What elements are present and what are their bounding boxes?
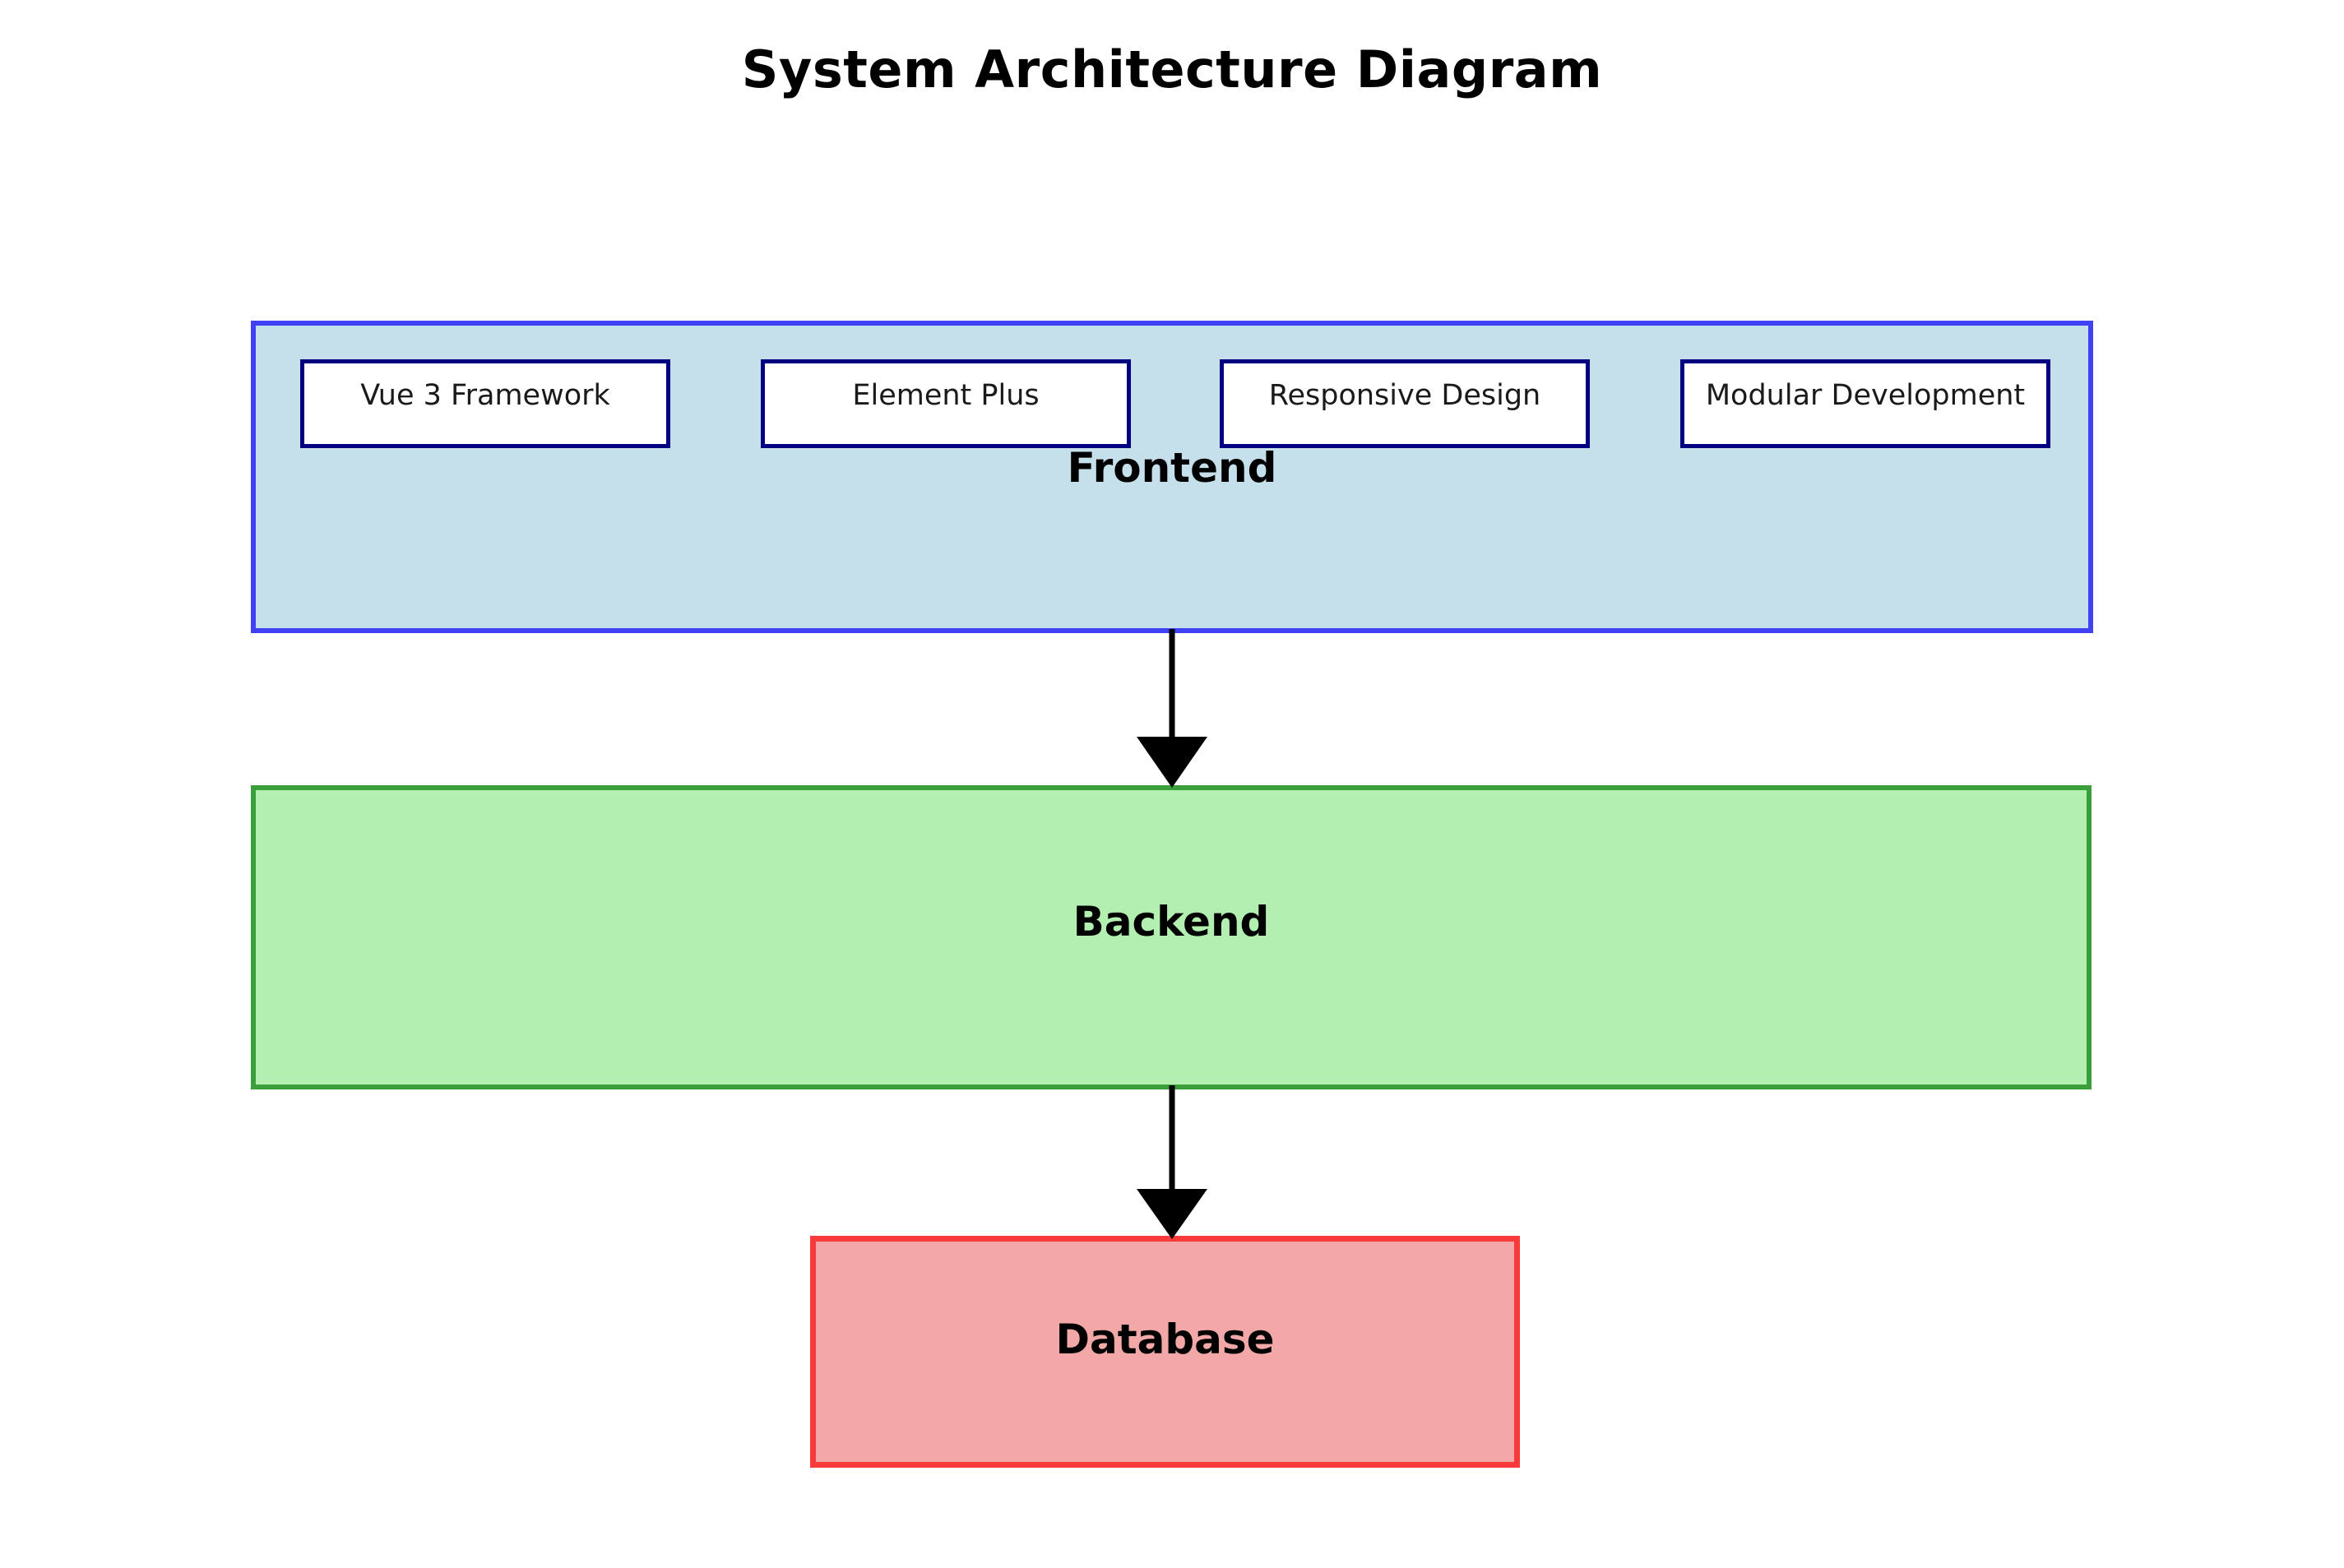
layer-database[interactable] bbox=[810, 1236, 1520, 1468]
feature-box-responsive-design[interactable]: Responsive Design bbox=[1220, 359, 1590, 448]
feature-box-element-plus[interactable]: Element Plus bbox=[761, 359, 1131, 448]
layer-backend[interactable] bbox=[251, 785, 2092, 1089]
arrow-frontend-to-backend bbox=[1137, 629, 1207, 788]
layer-label-frontend: Frontend bbox=[1067, 444, 1277, 492]
feature-box-modular-development[interactable]: Modular Development bbox=[1680, 359, 2050, 448]
arrow-backend-to-database bbox=[1137, 1085, 1207, 1239]
feature-label: Responsive Design bbox=[1268, 379, 1541, 412]
feature-label: Modular Development bbox=[1705, 379, 2026, 412]
layer-label-database: Database bbox=[1055, 1316, 1275, 1363]
feature-box-vue-3-framework[interactable]: Vue 3 Framework bbox=[300, 359, 670, 448]
page-title: System Architecture Diagram bbox=[741, 39, 1603, 99]
layer-label-backend: Backend bbox=[1072, 898, 1270, 946]
feature-label: Vue 3 Framework bbox=[360, 379, 610, 412]
feature-label: Element Plus bbox=[852, 379, 1040, 412]
